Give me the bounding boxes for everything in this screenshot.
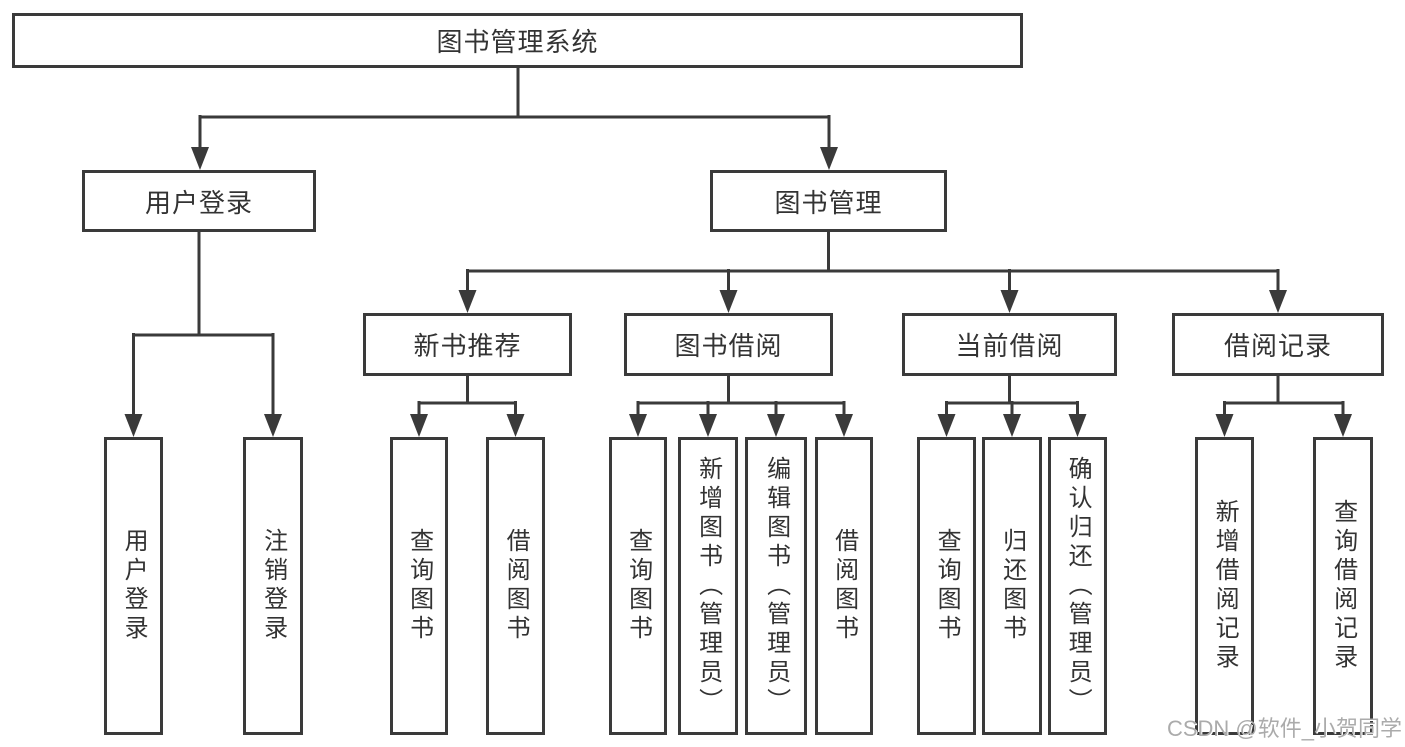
- leaf-query-books-borrow: 查询图书: [609, 437, 667, 735]
- leaf-logout: 注销登录: [243, 437, 303, 735]
- leaf-query-borrow-record: 查询借阅记录: [1313, 437, 1373, 735]
- node-current-borrowing: 当前借阅: [902, 313, 1117, 376]
- leaf-query-books-recommend: 查询图书: [390, 437, 448, 735]
- node-library-system: 图书管理系统: [12, 13, 1023, 68]
- node-user-login: 用户登录: [82, 170, 316, 232]
- leaf-query-books-current: 查询图书: [917, 437, 976, 735]
- node-book-borrowing: 图书借阅: [624, 313, 833, 376]
- leaf-add-books-admin: 新增图书（管理员）: [678, 437, 738, 735]
- arrowheads: [124, 147, 1352, 437]
- csdn-watermark: CSDN @软件_小贺同学: [1166, 716, 1402, 741]
- leaf-confirm-return-admin: 确认归还（管理员）: [1048, 437, 1107, 735]
- leaf-borrow-books-recommend: 借阅图书: [486, 437, 545, 735]
- leaf-borrow-books: 借阅图书: [815, 437, 873, 735]
- node-borrowing-records: 借阅记录: [1172, 313, 1384, 376]
- leaf-user-login: 用户登录: [104, 437, 163, 735]
- leaf-add-borrow-record: 新增借阅记录: [1195, 437, 1254, 735]
- leaf-edit-books-admin: 编辑图书（管理员）: [745, 437, 807, 735]
- node-book-management: 图书管理: [710, 170, 947, 232]
- node-new-book-recommendation: 新书推荐: [363, 313, 572, 376]
- leaf-return-books: 归还图书: [982, 437, 1042, 735]
